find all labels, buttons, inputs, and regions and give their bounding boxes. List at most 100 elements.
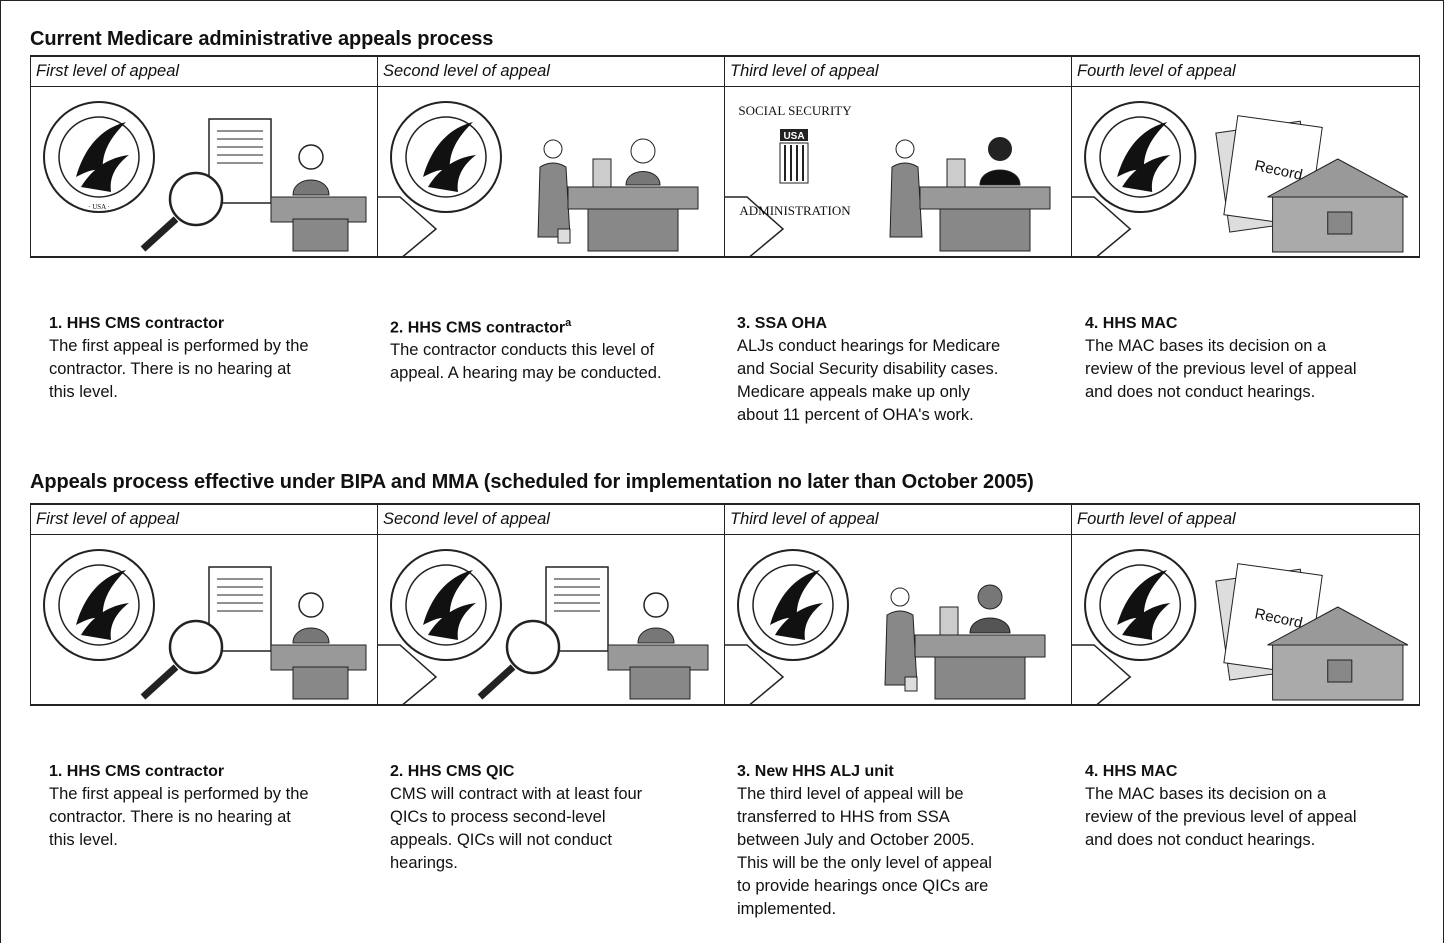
desc-line: review of the previous level of appeal xyxy=(1085,360,1357,378)
desc-line: implemented. xyxy=(737,900,837,918)
desc-line: to provide hearings once QICs are xyxy=(737,877,989,895)
panel-level-1: First level of appeal xyxy=(31,505,377,704)
level-description: 1. HHS CMS contractor The first appeal i… xyxy=(49,760,389,852)
hhs-seal-icon xyxy=(43,549,155,661)
desc-line: appeals. QICs will not conduct xyxy=(390,831,612,849)
panel-illustration: USA SOCIAL SECURITY ADMINISTRATION xyxy=(725,87,1071,256)
panel-divider xyxy=(377,57,378,256)
panel-illustration: · USA · xyxy=(31,87,377,256)
desc-line: The contractor conducts this level of xyxy=(390,341,655,360)
level-description: 4. HHS MAC The MAC bases its decision on… xyxy=(1085,760,1425,852)
flow-arrow-icon xyxy=(1072,644,1132,704)
panel-level-3: Third level of appeal USA SOCIAL SECURITY… xyxy=(725,57,1071,256)
desc-line: hearings. xyxy=(390,854,458,872)
ssa-seal-icon: USA SOCIAL SECURITY ADMINISTRATION xyxy=(738,103,852,218)
panel-row: First level of appeal Second level of ap… xyxy=(30,503,1420,706)
panel-level-4: Fourth level of appeal Record xyxy=(1072,505,1419,704)
magnifier-icon xyxy=(140,619,224,700)
building-icon xyxy=(1267,606,1409,701)
desc-line: this level. xyxy=(49,383,118,401)
panel-row: First level of appeal · USA · Second lev… xyxy=(30,55,1420,258)
desc-line: The MAC bases its decision on a xyxy=(1085,337,1327,355)
level-title: 2. HHS CMS QIC xyxy=(390,763,515,780)
desc-line: contractor. There is no hearing at xyxy=(49,808,291,826)
woman-standing-icon xyxy=(537,139,571,244)
panel-illustration xyxy=(378,535,724,704)
woman-standing-icon xyxy=(884,587,918,692)
desc-line: and does not conduct hearings. xyxy=(1085,383,1316,401)
panel-level-4: Fourth level of appeal Record xyxy=(1072,57,1419,256)
hhs-seal-text: · USA · xyxy=(88,203,110,211)
flow-arrow-icon xyxy=(1072,196,1132,256)
footnote-marker: a xyxy=(565,317,572,329)
panel-header: First level of appeal xyxy=(31,57,377,87)
panel-level-1: First level of appeal · USA · xyxy=(31,57,377,256)
level-title: 4. HHS MAC xyxy=(1085,763,1178,780)
panel-divider xyxy=(1071,505,1072,704)
level-description: 3. SSA OHA ALJs conduct hearings for Med… xyxy=(737,312,1077,427)
clerk-at-desk-icon xyxy=(607,592,709,700)
panel-illustration xyxy=(725,535,1071,704)
panel-level-3: Third level of appeal xyxy=(725,505,1071,704)
panel-illustration: Record xyxy=(1072,87,1419,256)
desc-line: CMS will contract with at least four xyxy=(390,785,643,803)
clerk-at-desk-icon xyxy=(270,144,367,252)
hhs-seal-icon xyxy=(43,101,155,213)
panel-header: Fourth level of appeal xyxy=(1072,57,1419,87)
desc-line: Medicare appeals make up only xyxy=(737,383,970,401)
panel-illustration xyxy=(378,87,724,256)
desc-line: appeal. A hearing may be conducted. xyxy=(390,364,662,383)
desc-line: The first appeal is performed by the xyxy=(49,337,309,355)
level-title: 1. HHS CMS contractor xyxy=(49,315,225,332)
panel-level-2: Second level of appeal xyxy=(378,57,724,256)
hhs-seal-icon xyxy=(737,549,849,661)
level-title: 1. HHS CMS contractor xyxy=(49,763,225,780)
panel-divider xyxy=(377,505,378,704)
section-title: Appeals process effective under BIPA and… xyxy=(30,471,1034,493)
judge-at-desk-icon xyxy=(914,584,1046,700)
hhs-seal-icon xyxy=(1084,101,1197,213)
desc-line: contractor. There is no hearing at xyxy=(49,360,291,378)
panel-divider xyxy=(724,505,725,704)
building-icon xyxy=(1267,158,1409,253)
desc-line: about 11 percent of OHA's work. xyxy=(737,406,974,424)
level-description: 4. HHS MAC The MAC bases its decision on… xyxy=(1085,312,1425,404)
panel-level-2: Second level of appeal xyxy=(378,505,724,704)
desc-line: and does not conduct hearings. xyxy=(1085,831,1316,849)
level-title: 3. SSA OHA xyxy=(737,315,828,332)
desc-line: transferred to HHS from SSA xyxy=(737,808,950,826)
ssa-center-text: USA xyxy=(783,131,804,142)
hhs-seal-icon xyxy=(1084,549,1197,661)
desc-line: The first appeal is performed by the xyxy=(49,785,309,803)
flow-arrow-icon xyxy=(725,644,785,704)
panel-header: Second level of appeal xyxy=(378,57,724,87)
desc-line: The third level of appeal will be xyxy=(737,785,964,803)
desc-line: and Social Security disability cases. xyxy=(737,360,999,378)
flow-arrow-icon xyxy=(378,644,438,704)
ssa-bottom-text: ADMINISTRATION xyxy=(739,203,851,218)
desc-line: This will be the only level of appeal xyxy=(737,854,992,872)
level-title: 3. New HHS ALJ unit xyxy=(737,763,894,780)
panel-header: Second level of appeal xyxy=(378,505,724,535)
level-description: 2. HHS CMS QIC CMS will contract with at… xyxy=(390,760,730,875)
magnifier-icon xyxy=(140,171,224,252)
level-title: 2. HHS CMS contractora xyxy=(390,317,572,337)
flow-arrow-icon xyxy=(378,196,438,256)
panel-illustration xyxy=(31,535,377,704)
desc-line: QICs to process second-level xyxy=(390,808,606,826)
clerk-at-desk-icon xyxy=(270,592,367,700)
panel-divider xyxy=(1071,57,1072,256)
level-description: 1. HHS CMS contractor The first appeal i… xyxy=(49,312,389,404)
panel-header: Third level of appeal xyxy=(725,57,1071,87)
desc-line: The MAC bases its decision on a xyxy=(1085,785,1327,803)
section-title: Current Medicare administrative appeals … xyxy=(30,28,494,50)
panel-divider xyxy=(724,57,725,256)
level-description: 2. HHS CMS contractora The contractor co… xyxy=(390,312,730,385)
ssa-top-text: SOCIAL SECURITY xyxy=(738,103,852,118)
woman-standing-icon xyxy=(889,139,923,238)
desc-line: this level. xyxy=(49,831,118,849)
panel-header: Fourth level of appeal xyxy=(1072,505,1419,535)
desc-line: between July and October 2005. xyxy=(737,831,975,849)
magnifier-icon xyxy=(477,619,561,700)
clerk-at-desk-icon xyxy=(567,138,699,252)
